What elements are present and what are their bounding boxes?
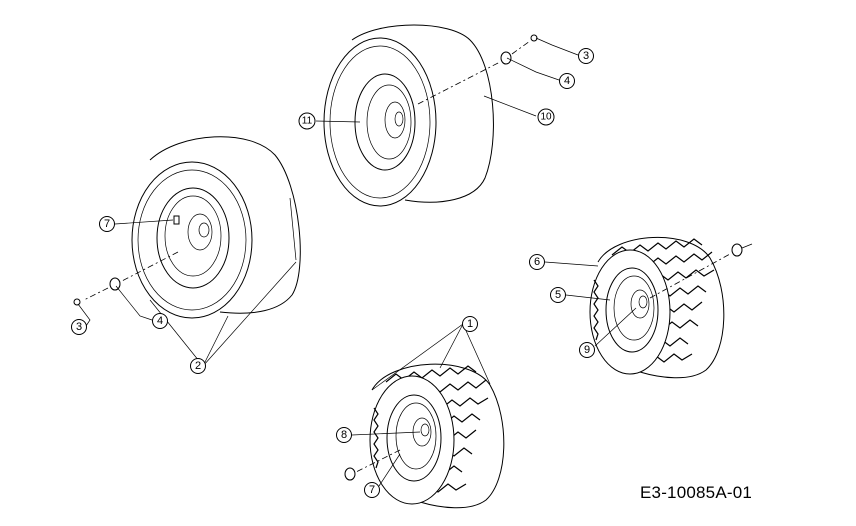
callout-10: 10 — [537, 108, 555, 126]
callout-label: 3 — [76, 321, 82, 333]
callout-label: 7 — [369, 484, 375, 496]
callout-6: 6 — [529, 254, 545, 270]
callout-9: 9 — [579, 342, 595, 358]
rear-wheel-left — [73, 136, 301, 319]
callout-label: 3 — [583, 50, 589, 62]
callout-7-top: 7 — [99, 216, 115, 232]
rear-wheel-top — [323, 24, 538, 207]
callout-label: 9 — [584, 344, 590, 356]
callout-label: 8 — [341, 429, 347, 441]
callout-4-left: 4 — [152, 313, 168, 329]
leader-lines — [77, 37, 637, 487]
callout-11: 11 — [298, 112, 316, 130]
callout-3-top: 3 — [578, 48, 594, 64]
callout-label: 2 — [195, 360, 201, 372]
callout-3-left: 3 — [71, 319, 87, 335]
callout-label: 5 — [555, 289, 561, 301]
callout-label: 4 — [564, 75, 570, 87]
callout-1: 1 — [462, 316, 478, 332]
callout-label: 1 — [467, 318, 473, 330]
callout-2: 2 — [190, 358, 206, 374]
drawing-number: E3-10085A-01 — [640, 483, 753, 502]
callout-label: 6 — [534, 256, 540, 268]
callout-5: 5 — [550, 287, 566, 303]
callout-label: 11 — [302, 116, 313, 127]
callout-7-bottom: 7 — [364, 482, 380, 498]
front-wheel-right — [589, 236, 753, 379]
callout-8: 8 — [336, 427, 352, 443]
front-wheel-bottom — [344, 363, 505, 509]
callout-label: 7 — [104, 218, 110, 230]
callout-4-top: 4 — [559, 73, 575, 89]
callout-label: 10 — [540, 112, 552, 123]
callout-label: 4 — [157, 315, 163, 327]
